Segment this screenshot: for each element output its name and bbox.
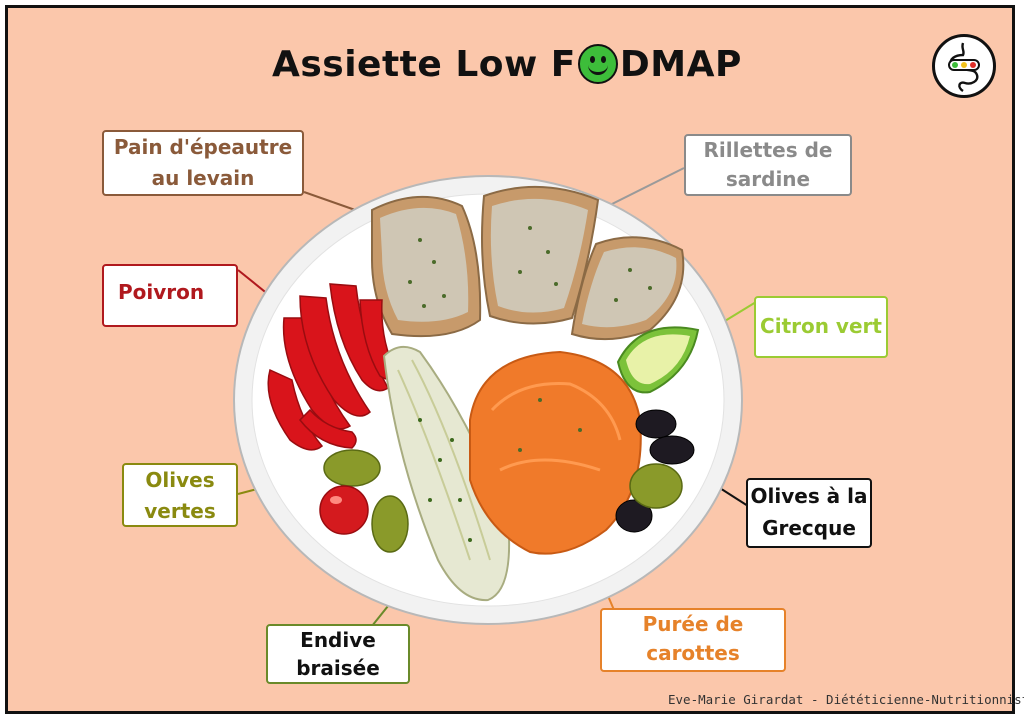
label-endive-braisee: Endive braisée [266, 624, 410, 684]
carrot-puree [469, 350, 642, 555]
bread-slices [371, 185, 685, 341]
label-olives-vertes: Olives vertes [122, 463, 238, 527]
label-rillettes-sardine: Rillettes de sardine [684, 134, 852, 196]
label-poivron: Poivron [102, 264, 238, 327]
author-credit: Eve-Marie Girardat - Diététicienne-Nutri… [668, 692, 1024, 707]
green-olives [323, 449, 683, 553]
smiley-icon [577, 44, 618, 84]
title-text-start: Assiette Low F [272, 43, 576, 85]
cherry-tomato [319, 485, 369, 535]
title-text-end: DMAP [619, 43, 742, 85]
label-olives-grecque: Olives à la Grecque [746, 478, 872, 548]
braised-endive [382, 345, 511, 602]
page-title: Assiette Low F DMAP [272, 40, 742, 88]
red-pepper-strips [267, 283, 397, 451]
connector-rillettes [599, 167, 685, 211]
label-citron-vert: Citron vert [754, 296, 888, 358]
lime-wedge [616, 326, 700, 394]
digestive-system-logo-icon [932, 34, 996, 98]
label-pain-epeautre: Pain d'épeautre au levain [102, 130, 304, 196]
black-olives [615, 409, 695, 533]
label-puree-carottes: Purée de carottes [600, 608, 786, 672]
